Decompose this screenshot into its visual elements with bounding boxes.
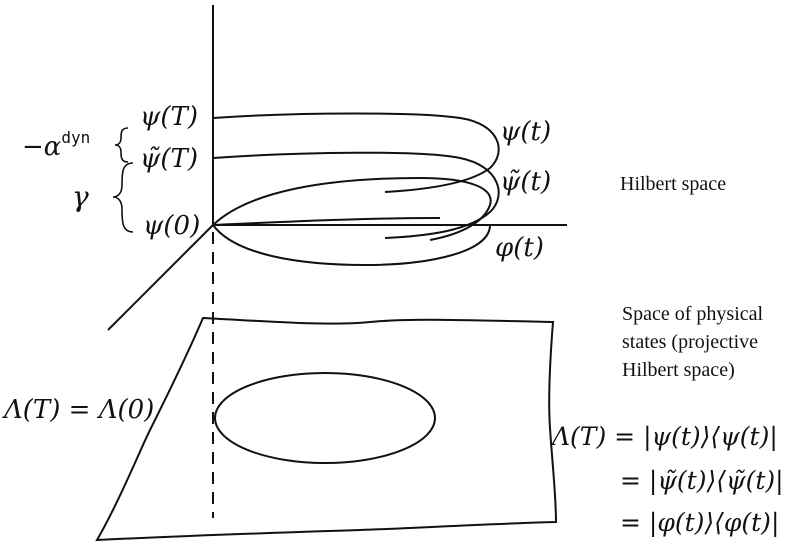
projective-plane (95, 316, 558, 542)
psi-tilde-t-label: ψ̃(t) (500, 167, 551, 197)
alpha-dyn-label: −αdyn (22, 128, 90, 162)
physical-space-line-3: Hilbert space) (622, 359, 735, 381)
helix-psi-tilde (212, 151, 500, 239)
psi-T-label: ψ(T) (140, 102, 198, 132)
gamma-brace (112, 162, 134, 233)
psi-t-label: ψ(t) (500, 117, 551, 147)
psi-0-label: ψ(0) (143, 211, 200, 241)
lambda-equality-label: Λ(T) = Λ(0) (2, 395, 154, 425)
equation-line-3: = |φ(t)⟩⟨φ(t)| (620, 508, 779, 538)
gamma-label: γ (72, 180, 89, 213)
connecting-curve (212, 217, 441, 226)
hilbert-space-label: Hilbert space (620, 173, 726, 195)
horizontal-lift-phi (212, 176, 492, 241)
helix-psi (212, 112, 500, 193)
physical-space-line-2: states (projective (622, 331, 758, 353)
projected-loop (214, 372, 436, 464)
alpha-brace (114, 127, 129, 163)
helix-lower-loop (212, 224, 491, 267)
equation-line-2: = |ψ̃(t)⟩⟨ψ̃(t)| (620, 466, 784, 496)
physical-space-line-1: Space of physical (622, 303, 764, 325)
phi-t-label: φ(t) (495, 233, 544, 263)
diagonal-axis (107, 224, 214, 331)
equation-line-1: Λ(T) = |ψ(t)⟩⟨ψ(t)| (550, 422, 778, 452)
psi-tilde-T-label: ψ̃(T) (140, 144, 198, 174)
